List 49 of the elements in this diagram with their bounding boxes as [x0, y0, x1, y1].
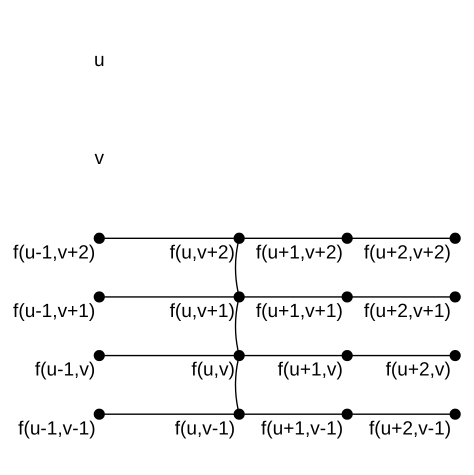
- node-circle: [342, 408, 353, 420]
- connector: [104, 354, 234, 356]
- node-label: f(u,v+2): [170, 242, 235, 263]
- node-circle: [342, 290, 353, 302]
- node-circle: [450, 232, 461, 244]
- node-label: f(u-1,v+2): [13, 242, 96, 263]
- connector: [352, 237, 450, 238]
- node-label: f(u+1,v): [278, 359, 343, 380]
- connector: [244, 354, 342, 356]
- node-label: f(u+2,v-1): [368, 418, 452, 439]
- node-circle: [94, 290, 105, 302]
- node-label: f(u-1,v): [34, 359, 96, 380]
- node-circle: [234, 232, 245, 244]
- node-circle: [234, 408, 245, 420]
- node-circle: [94, 349, 105, 361]
- node-label: f(u+1,v+2): [256, 242, 343, 263]
- connector: [244, 237, 342, 238]
- node-circle: [450, 349, 461, 361]
- node-circle: [234, 349, 245, 361]
- node-label: f(u,v-1): [174, 418, 236, 439]
- node-label: f(u,v+1): [170, 300, 235, 322]
- connector: [234, 301, 239, 350]
- node-circle: [450, 290, 461, 302]
- node-label: f(u+2,v+2): [364, 242, 451, 263]
- node-label: f(u-1,v-1): [18, 418, 96, 439]
- connector: [104, 296, 234, 298]
- connector: [352, 296, 450, 298]
- node-circle: [342, 349, 353, 361]
- node-label: f(u,v): [191, 359, 235, 380]
- label: v: [94, 148, 104, 169]
- node-label: f(u+1,v+1): [256, 300, 343, 322]
- node-circle: [450, 408, 461, 420]
- connector: [352, 354, 450, 356]
- label: u: [94, 50, 105, 71]
- connector: [104, 413, 234, 414]
- node-circle: [94, 408, 105, 420]
- connector: [234, 360, 239, 409]
- connector: [352, 413, 450, 414]
- connector: [244, 296, 342, 298]
- node-label: f(u-1,v+1): [13, 300, 96, 322]
- connector: [234, 242, 239, 292]
- connector: [104, 237, 234, 238]
- node-label: f(u+2,v): [386, 359, 451, 380]
- connector: [244, 413, 342, 414]
- node-label: f(u+1,v-1): [260, 418, 344, 439]
- node-circle: [94, 232, 105, 244]
- node-label: f(u+2,v+1): [364, 300, 451, 322]
- node-circle: [234, 290, 245, 302]
- node-circle: [342, 232, 353, 244]
